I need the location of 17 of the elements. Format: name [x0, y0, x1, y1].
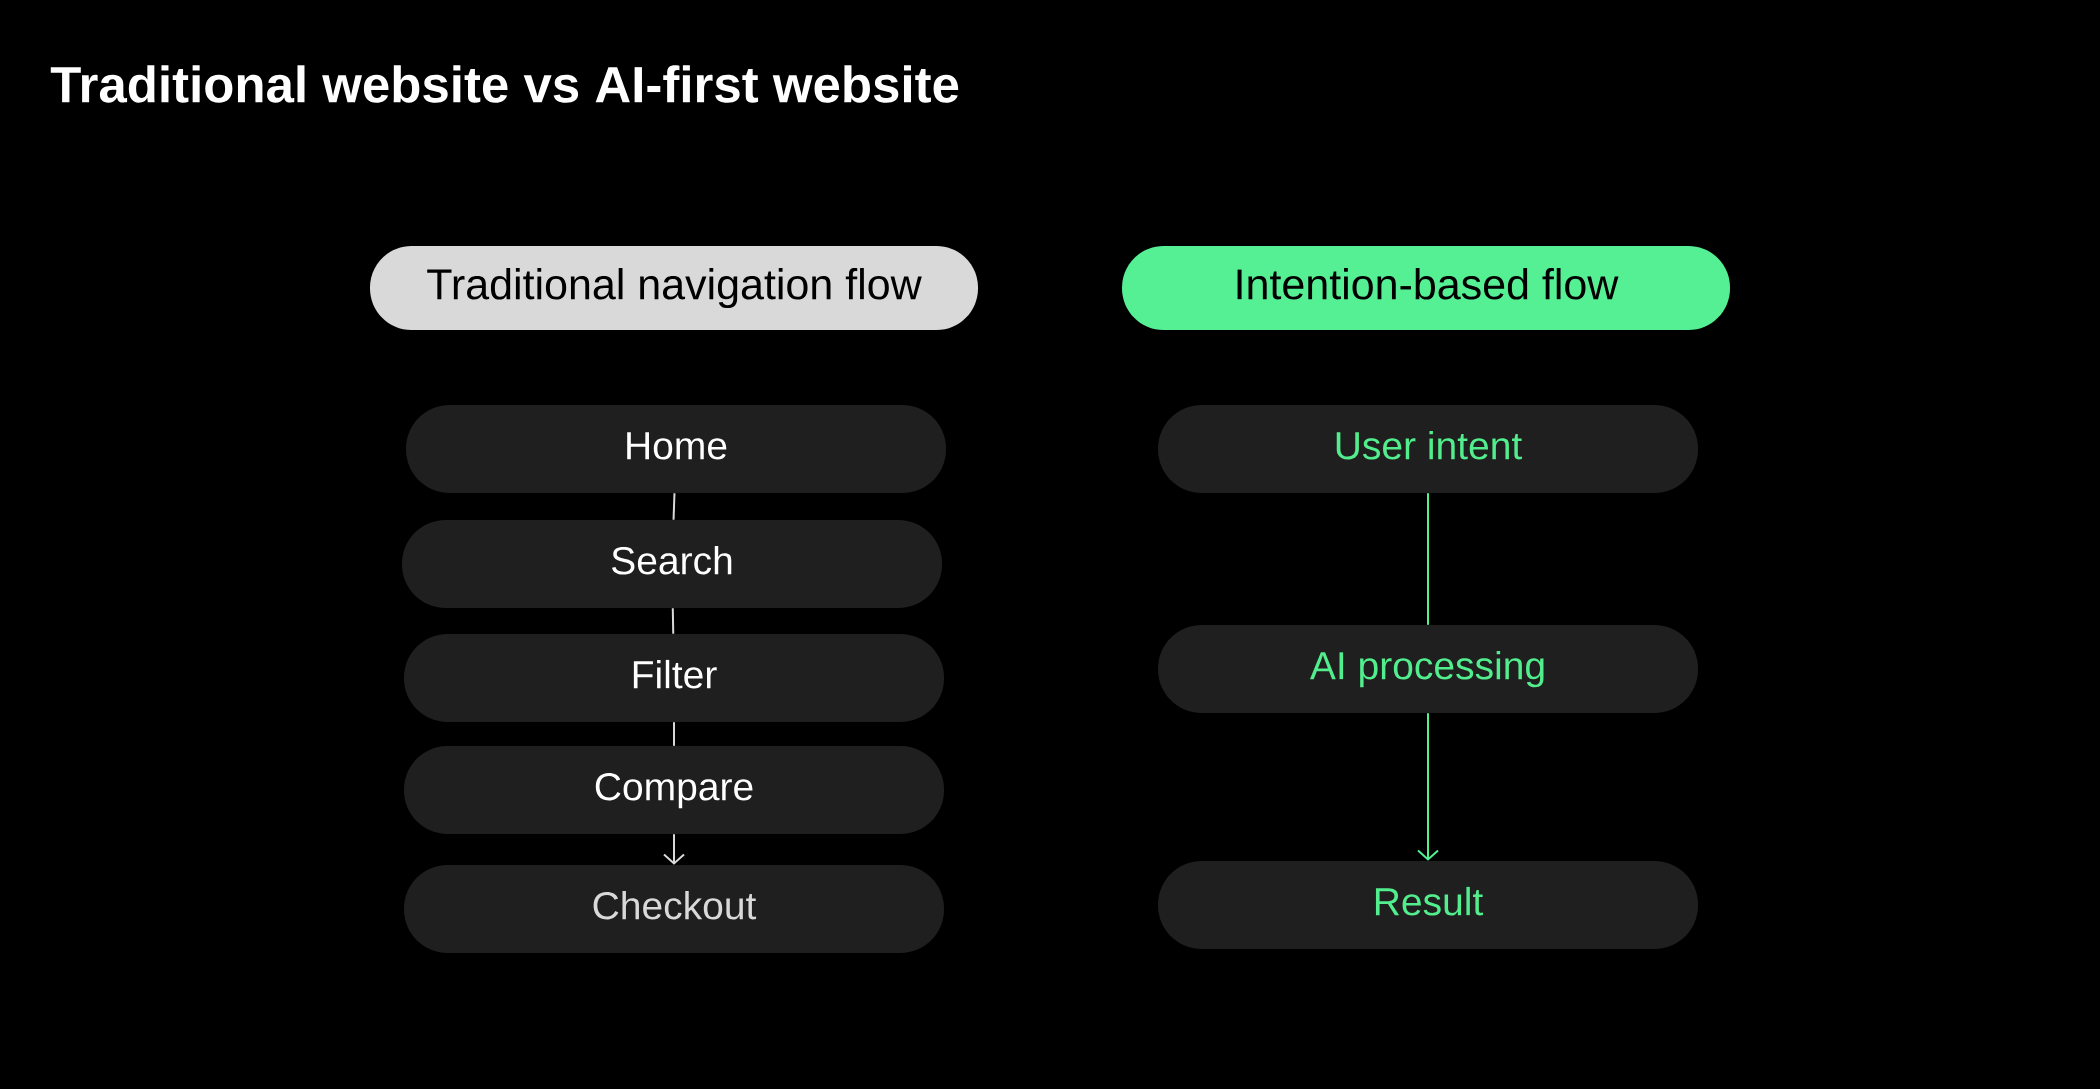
step-pill: Home — [406, 405, 946, 493]
step-pill: Filter — [404, 634, 944, 722]
heading-pill: Traditional navigation flow — [370, 246, 978, 330]
heading-pill: Intention-based flow — [1122, 246, 1731, 330]
step-pill: Result — [1158, 861, 1699, 949]
step-pill: AI processing — [1158, 625, 1699, 713]
arrow — [663, 833, 685, 865]
title: Traditional website vs AI-first website — [50, 65, 959, 103]
connector-line — [672, 492, 676, 521]
step-pill: Checkout — [404, 865, 944, 953]
step-pill: Compare — [404, 746, 944, 834]
step-pill: Search — [402, 520, 942, 608]
arrow — [1417, 712, 1439, 861]
step-pill: User intent — [1158, 405, 1699, 493]
connector-line — [671, 607, 675, 635]
connector-line — [673, 721, 675, 747]
connector-line — [1427, 492, 1429, 626]
